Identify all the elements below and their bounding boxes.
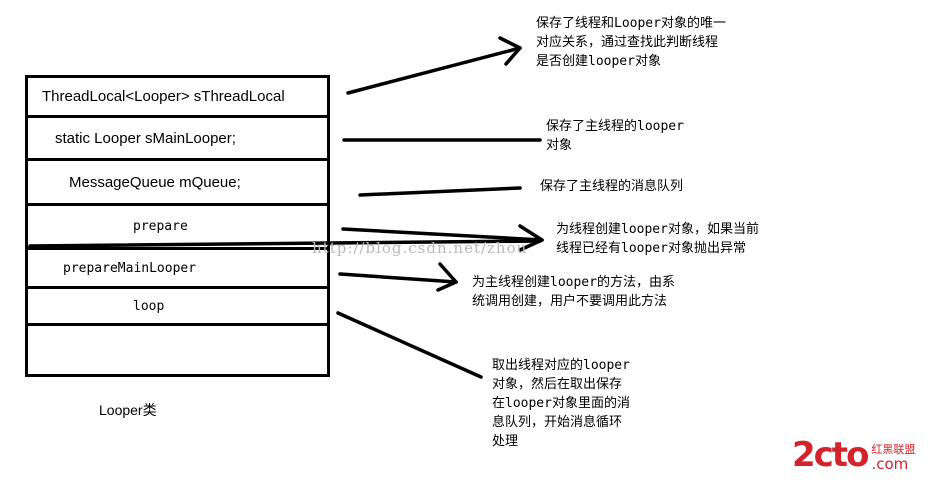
row-divider bbox=[25, 286, 330, 289]
note-preparemainlooper: 为主线程创建looper的方法，由系 统调用创建，用户不要调用此方法 bbox=[472, 275, 675, 309]
site-logo: 2cto 红黑联盟 .com bbox=[792, 438, 915, 472]
row-divider bbox=[25, 203, 330, 206]
field-smainlooper: static Looper sMainLooper; bbox=[55, 129, 236, 147]
note-mqueue: 保存了主线程的消息队列 bbox=[540, 179, 684, 194]
note-prepare: 为线程创建looper对象，如果当前 线程已经有looper对象抛出异常 bbox=[556, 222, 759, 256]
line-loop bbox=[336, 311, 483, 379]
logo-top: 红黑联盟 bbox=[871, 443, 916, 456]
row-divider bbox=[25, 115, 330, 118]
arrow-preparemainlooper bbox=[338, 262, 458, 292]
method-loop: loop bbox=[133, 298, 165, 314]
method-preparemainlooper: prepareMainLooper bbox=[63, 260, 197, 276]
row-divider bbox=[25, 247, 330, 250]
arrow-prepare bbox=[341, 224, 544, 252]
note-loop: 取出线程对应的looper 对象，然后在取出保存 在looper对象里面的消 息… bbox=[492, 358, 630, 449]
looper-class-box bbox=[25, 75, 330, 377]
note-sthreadlocal: 保存了线程和Looper对象的唯一 对应关系，通过查找此判断线程 是否创建loo… bbox=[536, 16, 726, 69]
field-mqueue: MessageQueue mQueue; bbox=[69, 173, 241, 191]
logo-com: .com bbox=[871, 455, 909, 473]
field-sthreadlocal: ThreadLocal<Looper> sThreadLocal bbox=[42, 88, 285, 105]
row-divider bbox=[25, 158, 330, 161]
note-smainlooper: 保存了主线程的looper 对象 bbox=[546, 119, 684, 153]
row-divider bbox=[25, 323, 330, 326]
method-prepare: prepare bbox=[133, 219, 188, 234]
arrow-sthreadlocal bbox=[346, 36, 522, 95]
class-caption: Looper类 bbox=[99, 402, 157, 418]
watermark-url: http://blog.csdn.net/zhou bbox=[312, 239, 528, 257]
line-prepare-extension bbox=[28, 239, 542, 248]
line-mqueue bbox=[358, 186, 522, 197]
logo-main: 2cto bbox=[792, 435, 869, 475]
